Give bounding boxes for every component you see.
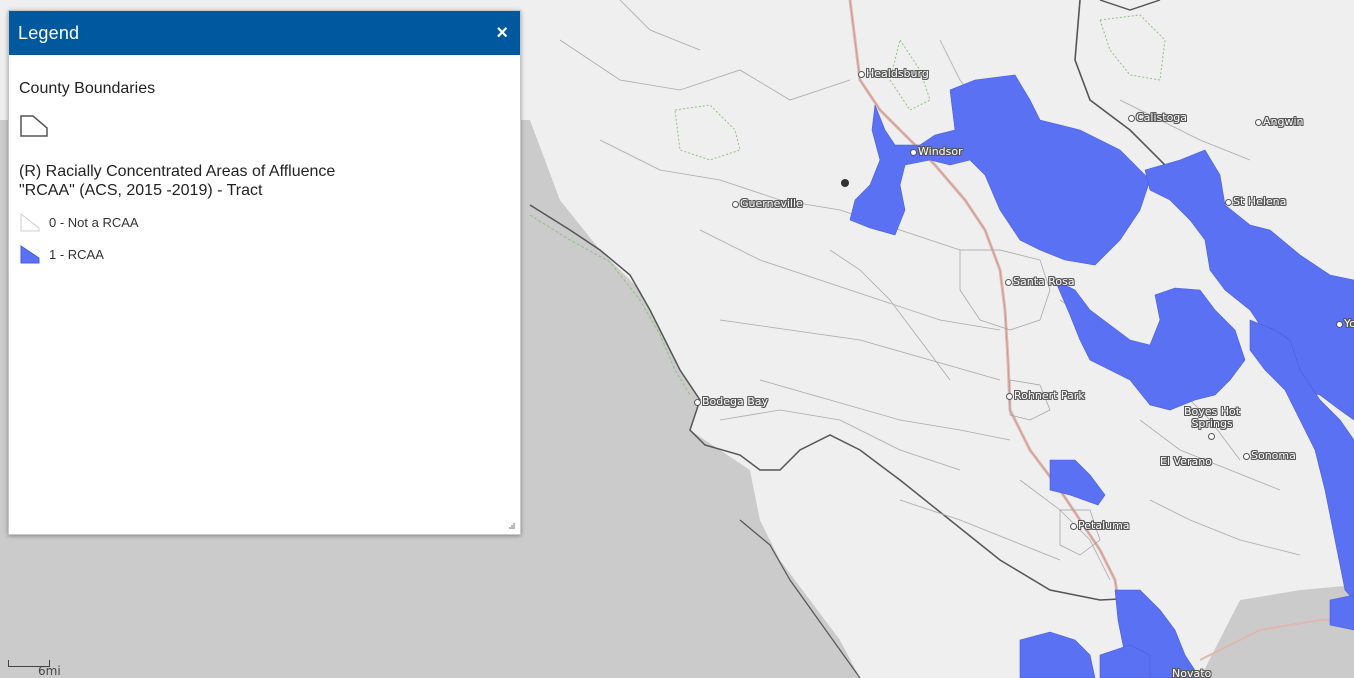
swatch-blue-polygon-icon [20,245,40,264]
scale-bar-line [8,660,50,667]
place-bodega-bay: Bodega Bay [694,396,768,408]
legend-item-label: 1 - RCAA [49,246,104,262]
place-label: Springs [1191,417,1233,430]
place-label: Novato [1172,667,1212,678]
place-label: Windsor [918,145,963,158]
place-label: El Verano [1160,455,1212,468]
place-label: Yo [1344,317,1354,330]
bay-water [1200,585,1354,678]
town-dot-icon [1006,393,1013,400]
town-dot-icon [1336,321,1343,328]
legend-header: Legend × [9,11,520,55]
town-dot-icon [1255,119,1262,126]
place-santa-rosa: Santa Rosa [1005,276,1075,288]
place-label: Rohnert Park [1014,389,1085,402]
town-dot-icon [910,149,917,156]
town-dot-icon [1128,115,1135,122]
close-icon[interactable]: × [496,22,508,44]
town-dot-icon [694,399,701,406]
place-label: Calistoga [1136,111,1188,124]
place-label: St Helena [1233,195,1287,208]
legend-item-rcaa: 1 - RCAA [19,244,510,264]
polygon-outline-icon [20,115,48,137]
layer-title-rcaa: (R) Racially Concentrated Areas of Afflu… [19,162,510,200]
town-dot-icon [858,71,865,78]
place-boyes-hot-springs: Boyes Hot Springs [1184,406,1240,442]
legend-body: County Boundaries (R) Racially Concentra… [9,79,520,264]
swatch-white-polygon-icon [20,212,40,232]
place-rohnert-park: Rohnert Park [1006,390,1085,402]
legend-item-not-rcaa: 0 - Not a RCAA [19,212,510,232]
place-petaluma: Petaluma [1070,520,1130,532]
place-label: Angwin [1263,115,1304,128]
legend-panel[interactable]: Legend × County Boundaries (R) Racially … [8,10,521,535]
town-dot-icon [1225,199,1232,206]
rcaa-tracts [849,74,1354,678]
legend-title: Legend [18,22,80,43]
layer-title-line2: "RCAA" (ACS, 2015 -2019) - Tract [19,182,263,199]
place-novato: Novato [1172,668,1211,678]
place-label: Petaluma [1078,519,1130,532]
place-label: Santa Rosa [1013,275,1075,288]
place-calistoga: Calistoga [1128,112,1187,124]
layer-title-line1: (R) Racially Concentrated Areas of Afflu… [19,163,336,180]
resize-grip-icon[interactable] [508,522,516,530]
place-label: Sonoma [1251,449,1296,462]
place-sonoma: Sonoma [1243,450,1296,462]
town-dot-icon [1005,279,1012,286]
place-label: Guerneville [740,197,803,210]
town-dot-icon [732,201,739,208]
place-label: Boyes Hot [1184,405,1241,418]
town-dot-icon [1070,523,1077,530]
place-label: Bodega Bay [702,395,769,408]
town-dot-icon [1243,453,1250,460]
place-label: Healdsburg [866,67,929,80]
legend-item-label: 0 - Not a RCAA [49,214,139,230]
place-windsor: Windsor [910,146,963,158]
place-healdsburg: Healdsburg [858,68,929,80]
layer-title-county-boundaries: County Boundaries [19,80,156,97]
place-guerneville: Guerneville [732,198,803,210]
place-el-verano: El Verano [1160,456,1212,468]
place-yountville: Yo [1336,318,1354,330]
scale-bar-label: 6mi [38,664,61,678]
place-angwin: Angwin [1255,116,1304,128]
town-dot-icon [1208,433,1216,440]
place-st-helena: St Helena [1225,196,1286,208]
